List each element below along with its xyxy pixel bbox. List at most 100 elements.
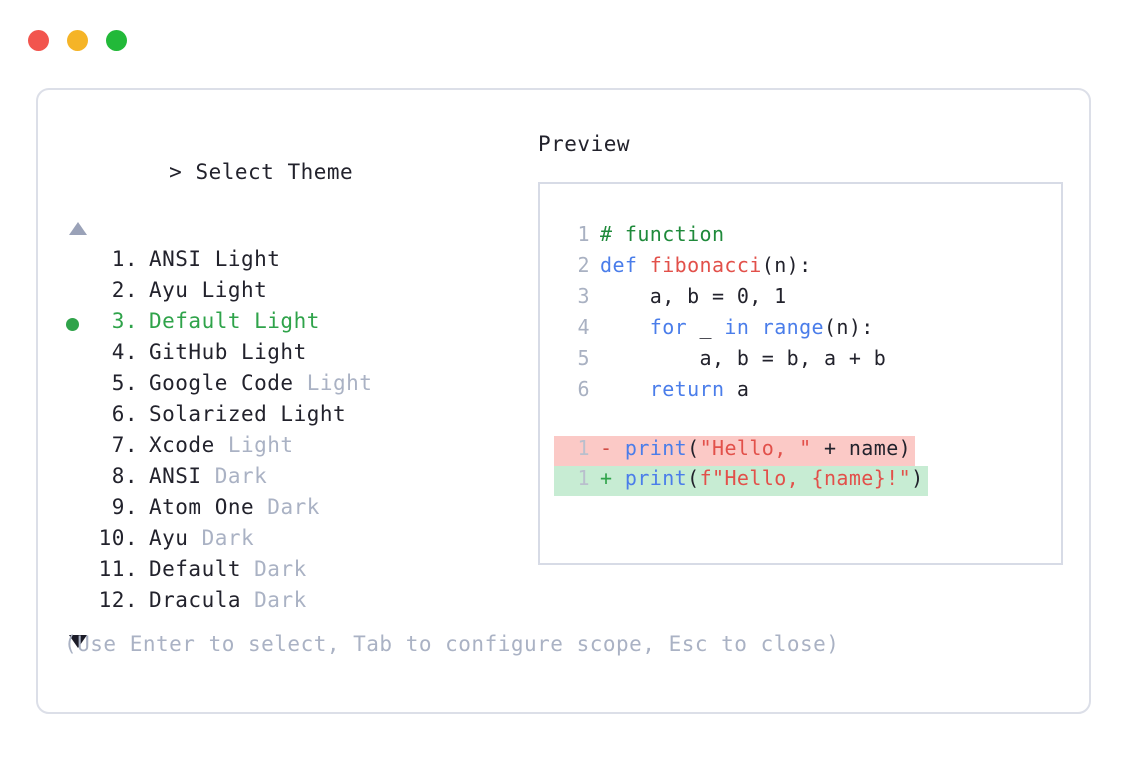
code-token: print [624, 466, 688, 490]
theme-list-item[interactable]: 10.Ayu Dark [64, 526, 534, 557]
code-token: print [624, 436, 688, 460]
theme-list-item[interactable]: 5. Google Code Light [64, 371, 534, 402]
theme-item-variant: Dark [241, 588, 307, 612]
selection-bullet-cell [64, 442, 92, 455]
code-token [600, 315, 650, 339]
code-token: + name) [811, 436, 912, 460]
theme-item-name: Ayu [149, 526, 189, 550]
code-token: return [649, 377, 725, 401]
code-token: in [724, 315, 750, 339]
code-token: ( [687, 436, 700, 460]
theme-list-item[interactable]: 2. Ayu Light [64, 278, 534, 309]
theme-item-index: 6. [111, 402, 138, 426]
theme-list-item[interactable]: 6. Solarized Light [64, 402, 534, 433]
code-token: _ [687, 315, 725, 339]
code-line-content: # function [590, 222, 724, 246]
theme-list-item[interactable]: 11.Default Dark [64, 557, 534, 588]
keyboard-hint: (Use Enter to select, Tab to configure s… [64, 632, 840, 656]
code-token: range [761, 315, 824, 339]
theme-item-index: 2. [111, 278, 138, 302]
theme-item-index: 9. [111, 495, 138, 519]
theme-list-item[interactable]: 7.Xcode Light [64, 433, 534, 464]
theme-item-index: 7. [111, 433, 138, 457]
page-title: Select Theme [195, 160, 354, 184]
preview-title: Preview [538, 132, 631, 156]
theme-item-name: Ayu Light [149, 278, 268, 302]
code-token: ) [911, 466, 924, 490]
theme-list-item[interactable]: 9. Atom One Dark [64, 495, 534, 526]
theme-item-name: GitHub Light [149, 340, 307, 364]
code-token: ( [687, 466, 700, 490]
diff-line-content: print("Hello, " + name) [625, 436, 915, 460]
theme-list-item[interactable]: 3. Default Light [64, 309, 534, 340]
theme-list-item[interactable]: 8.ANSI Dark [64, 464, 534, 495]
line-number: 2 [577, 253, 590, 277]
code-line: 5 a, b = b, a + b [554, 346, 1061, 377]
diff-lines: 1- print("Hello, " + name)1+ print(f"Hel… [540, 436, 1061, 496]
code-token: a, b = b, a + b [600, 346, 887, 370]
code-token: def [600, 253, 650, 277]
selection-bullet-cell [64, 287, 92, 300]
window-controls [28, 30, 127, 51]
scroll-up-icon[interactable] [69, 222, 87, 235]
scroll-down-icon[interactable] [69, 635, 87, 648]
diff-sign: - [600, 436, 625, 460]
code-token: for [649, 315, 688, 339]
theme-item-index: 10. [98, 526, 138, 550]
code-line: 3 a, b = 0, 1 [554, 284, 1061, 315]
code-token: a, b = 0, 1 [600, 284, 787, 308]
minimize-window-button[interactable] [67, 30, 88, 51]
theme-item-index: 12. [98, 588, 138, 612]
selection-bullet-cell [64, 566, 92, 579]
code-token: "Hello, " [699, 436, 812, 460]
code-line-content: def fibonacci(n): [590, 253, 812, 277]
selection-bullet-cell [64, 380, 92, 393]
theme-item-variant: Dark [254, 495, 320, 519]
theme-list-item[interactable]: 1.ANSI Light [64, 247, 534, 278]
theme-item-index: 4. [111, 340, 138, 364]
picker-prompt: > Select Theme [64, 130, 534, 214]
code-line: 4 for _ in range(n): [554, 315, 1061, 346]
diff-line-del: 1- print("Hello, " + name) [554, 436, 916, 466]
code-line-content: return a [590, 377, 749, 401]
line-number: 1 [577, 222, 590, 246]
selection-bullet-cell [64, 411, 92, 424]
selection-bullet-icon [66, 318, 79, 331]
selection-bullet-cell [64, 473, 92, 486]
theme-item-index: 5. [111, 371, 138, 395]
diff-line-number: 1 [577, 436, 590, 460]
theme-item-name: Default Light [149, 309, 320, 333]
code-line: 6 return a [554, 377, 1061, 408]
code-token [600, 377, 650, 401]
code-token: a [724, 377, 750, 401]
line-number: 5 [577, 346, 590, 370]
maximize-window-button[interactable] [106, 30, 127, 51]
theme-list-item[interactable]: 12.Dracula Dark [64, 588, 534, 619]
selection-bullet-cell [64, 504, 92, 517]
close-window-button[interactable] [28, 30, 49, 51]
theme-item-name: Google Code [149, 371, 294, 395]
code-token: f"Hello, {name}!" [699, 466, 912, 490]
theme-item-variant: Dark [201, 464, 268, 488]
diff-sign: + [600, 466, 625, 490]
code-token [749, 315, 761, 339]
code-line: 1# function [554, 222, 1061, 253]
theme-item-variant: Light [214, 433, 294, 457]
theme-item-name: Solarized Light [149, 402, 347, 426]
theme-item-index: 3. [111, 309, 138, 333]
code-spacer [540, 408, 1061, 436]
selection-bullet-cell [64, 597, 92, 610]
theme-item-name: Atom One [149, 495, 255, 519]
theme-item-index: 11. [98, 557, 138, 581]
theme-item-index: 1. [111, 247, 138, 271]
code-line-content: a, b = b, a + b [590, 346, 886, 370]
theme-item-variant: Light [293, 371, 373, 395]
prompt-caret-icon: > [169, 160, 183, 184]
diff-line-content: print(f"Hello, {name}!") [625, 466, 928, 490]
theme-list-item[interactable]: 4. GitHub Light [64, 340, 534, 371]
